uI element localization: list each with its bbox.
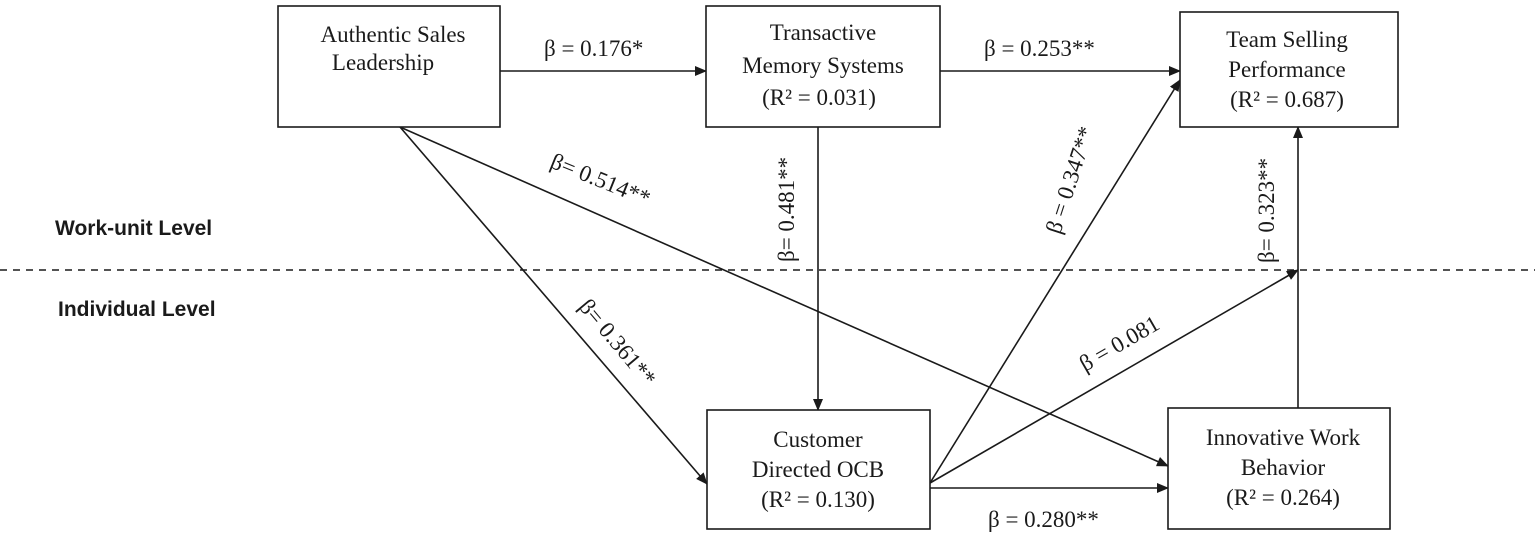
- path-asl-to-iwb: [399, 126, 1169, 467]
- coef-tms-cdo: β= 0.481**: [774, 157, 799, 262]
- box-tsp-r2: (R² = 0.687): [1230, 87, 1344, 112]
- coef-asl-iwb: β= 0.514**: [547, 148, 654, 211]
- coef-cdo-cross: β = 0.081: [1075, 311, 1164, 377]
- path-cdo-to-cross: [929, 269, 1299, 484]
- work-unit-level-label: Work-unit Level: [55, 217, 212, 240]
- box-iwb-line2: Behavior: [1241, 455, 1326, 480]
- individual-level-label: Individual Level: [58, 298, 216, 321]
- coef-asl-tms: β = 0.176*: [544, 36, 643, 61]
- box-asl-line1: Authentic Sales: [321, 22, 466, 47]
- box-innovative-work-behavior: Innovative Work Behavior (R² = 0.264): [1167, 407, 1391, 530]
- box-tsp-line1: Team Selling: [1226, 27, 1348, 52]
- coef-cdo-iwb: β = 0.280**: [988, 507, 1099, 532]
- box-authentic-sales-leadership: Authentic Sales Leadership: [277, 5, 501, 128]
- box-customer-directed-ocb: Customer Directed OCB (R² = 0.130): [706, 409, 931, 530]
- box-team-selling-performance: Team Selling Performance (R² = 0.687): [1179, 11, 1399, 128]
- coef-tms-tsp: β = 0.253**: [984, 36, 1095, 61]
- box-tms-line1: Transactive: [770, 20, 876, 45]
- box-cdo-r2: (R² = 0.130): [761, 487, 875, 512]
- box-tms-r2: (R² = 0.031): [762, 85, 876, 110]
- box-iwb-line1: Innovative Work: [1206, 425, 1361, 450]
- box-tms-line2: Memory Systems: [742, 53, 904, 78]
- coef-cdo-tsp: β = 0.347**: [1041, 123, 1099, 236]
- box-transactive-memory-systems: Transactive Memory Systems (R² = 0.031): [705, 5, 941, 128]
- path-cdo-to-tsp: [929, 79, 1181, 484]
- box-iwb-r2: (R² = 0.264): [1226, 485, 1340, 510]
- box-tsp-line2: Performance: [1228, 57, 1346, 82]
- box-cdo-line2: Directed OCB: [752, 457, 884, 482]
- box-asl-line2: Leadership: [332, 50, 434, 75]
- box-cdo-line1: Customer: [773, 427, 863, 452]
- path-asl-to-cdo: [399, 126, 708, 485]
- coef-asl-cdo: β= 0.361**: [574, 294, 661, 391]
- coef-iwb-tsp: β= 0.323**: [1254, 158, 1279, 263]
